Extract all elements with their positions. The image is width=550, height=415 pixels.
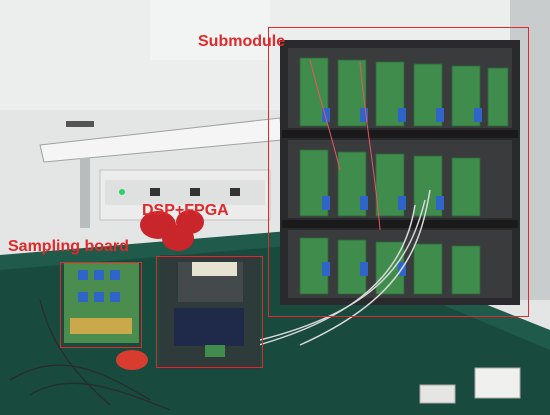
- terminal-block: [419, 367, 521, 404]
- dsp-fpga-board: [160, 255, 260, 370]
- submodule-label: Submodule: [198, 33, 286, 50]
- submodule-rack: [239, 40, 520, 351]
- sampling-board: [64, 263, 139, 343]
- submodule-box: [268, 27, 529, 317]
- dsp-fpga-box: [156, 256, 263, 368]
- sampling-board-label: Sampling board: [8, 238, 129, 255]
- sampling-board-box: [60, 262, 142, 348]
- dsp-fpga-label: DSP+FPGA: [142, 202, 229, 219]
- current-sensors: [116, 210, 204, 370]
